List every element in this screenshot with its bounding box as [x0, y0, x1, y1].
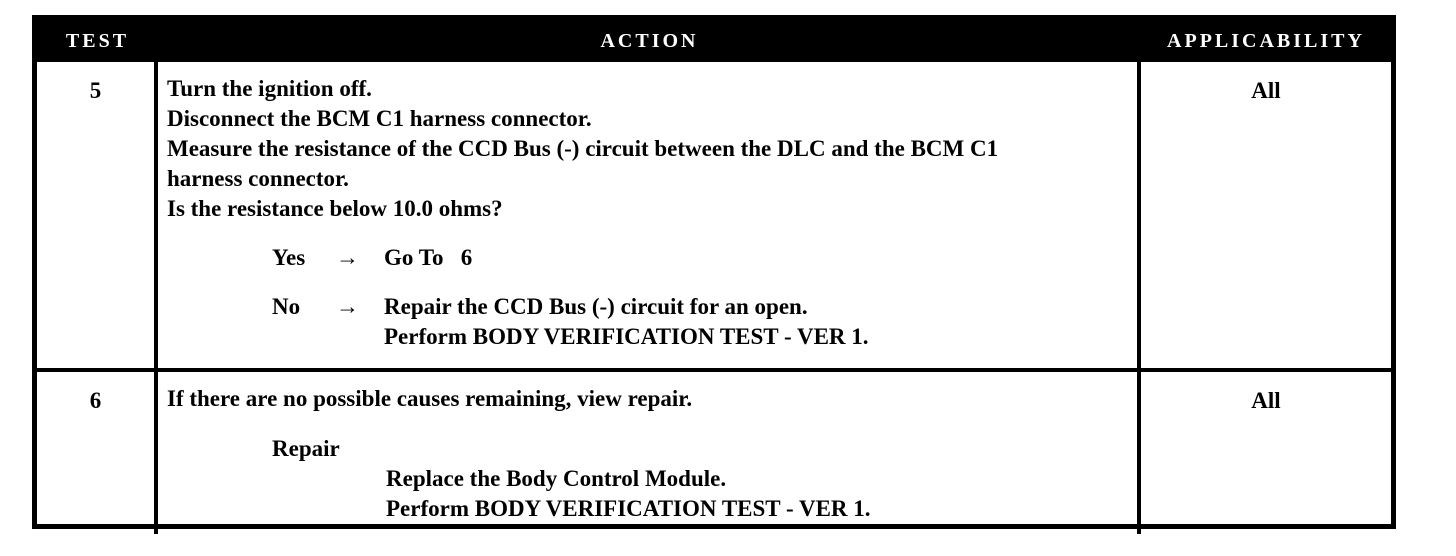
right-arrow-icon: →: [336, 294, 359, 319]
yes-branch: Yes → Go To 6: [272, 243, 1129, 273]
table-row-test-6: 6 If there are no possible causes remain…: [37, 368, 1391, 534]
repair-steps: Replace the Body Control Module. Perform…: [386, 464, 1129, 524]
action-line: Disconnect the BCM C1 harness connector.: [167, 106, 592, 131]
applicability-cell: All: [1141, 62, 1391, 368]
test-number: 6: [89, 388, 102, 413]
applicability-value: All: [1251, 78, 1281, 103]
action-line: Measure the resistance of the CCD Bus (-…: [167, 136, 999, 161]
test-number: 5: [89, 78, 102, 103]
column-header-applicability: APPLICABILITY: [1167, 29, 1365, 52]
no-result: Repair the CCD Bus (-) circuit for an op…: [384, 292, 1129, 352]
result-line: Repair the CCD Bus (-) circuit for an op…: [384, 294, 808, 319]
table-header-row: TEST ACTION APPLICABILITY: [37, 20, 1391, 62]
applicability-value: All: [1251, 388, 1281, 413]
result-line: Go To 6: [384, 245, 473, 270]
action-line: Turn the ignition off.: [167, 76, 372, 101]
yes-result: Go To 6: [384, 243, 1129, 273]
result-line: Perform BODY VERIFICATION TEST - VER 1.: [384, 324, 869, 349]
no-answer-label: No: [272, 294, 301, 319]
action-cell: If there are no possible causes remainin…: [158, 372, 1141, 534]
action-line: harness connector.: [167, 166, 349, 191]
repair-step-line: Perform BODY VERIFICATION TEST - VER 1.: [386, 496, 871, 521]
test-number-cell: 6: [37, 372, 158, 534]
right-arrow-icon: →: [336, 245, 359, 270]
column-header-test: TEST: [65, 29, 130, 52]
table-row-test-5: 5 Turn the ignition off. Disconnect the …: [37, 62, 1391, 368]
action-line: If there are no possible causes remainin…: [167, 386, 693, 411]
no-branch: No → Repair the CCD Bus (-) circuit for …: [272, 292, 1129, 352]
column-header-action: ACTION: [600, 29, 699, 52]
yes-answer-label: Yes: [272, 245, 306, 270]
test-number-cell: 5: [37, 62, 158, 368]
repair-step-line: Replace the Body Control Module.: [386, 466, 727, 491]
applicability-cell: All: [1141, 372, 1391, 534]
action-cell: Turn the ignition off. Disconnect the BC…: [158, 62, 1141, 368]
diagnostic-test-table: TEST ACTION APPLICABILITY 5 Turn the ign…: [32, 15, 1396, 534]
repair-label: Repair: [272, 436, 340, 461]
action-question-line: Is the resistance below 10.0 ohms?: [167, 196, 503, 221]
